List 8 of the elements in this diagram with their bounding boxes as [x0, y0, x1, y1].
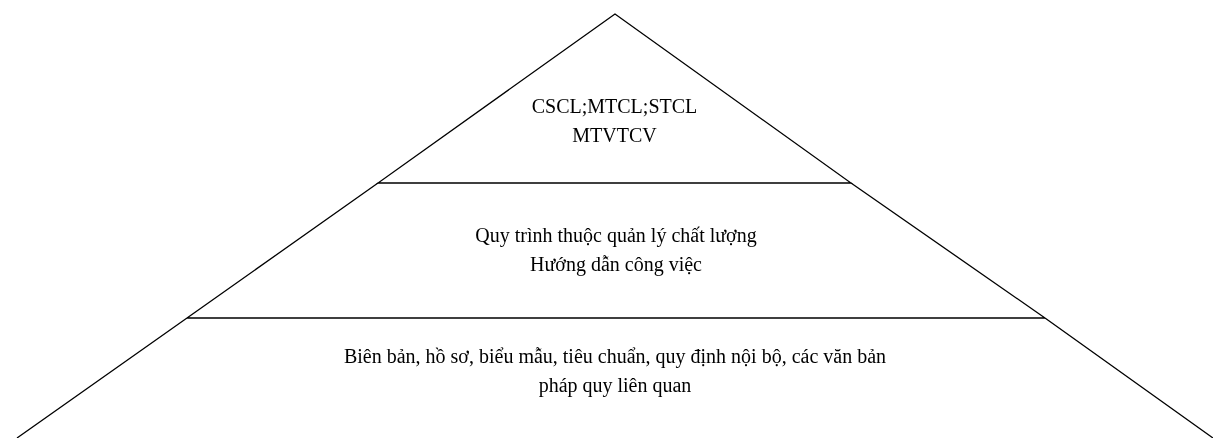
tier-text: MTVTCV [572, 123, 657, 148]
tier-text: CSCL;MTCL;STCL [531, 94, 698, 119]
tier-text: Hướng dẫn công việc [530, 252, 702, 278]
pyramid-apex [378, 14, 851, 183]
pyramid-base-tier [17, 318, 1213, 438]
pyramid-tier [187, 183, 1045, 318]
tier-text: Biên bản, hồ sơ, biểu mẫu, tiêu chuẩn, quy định nội bộ, các văn bản pháp quy liên quan [342, 344, 888, 399]
tier-text: Quy trình thuộc quản lý chất lượng [475, 223, 757, 249]
